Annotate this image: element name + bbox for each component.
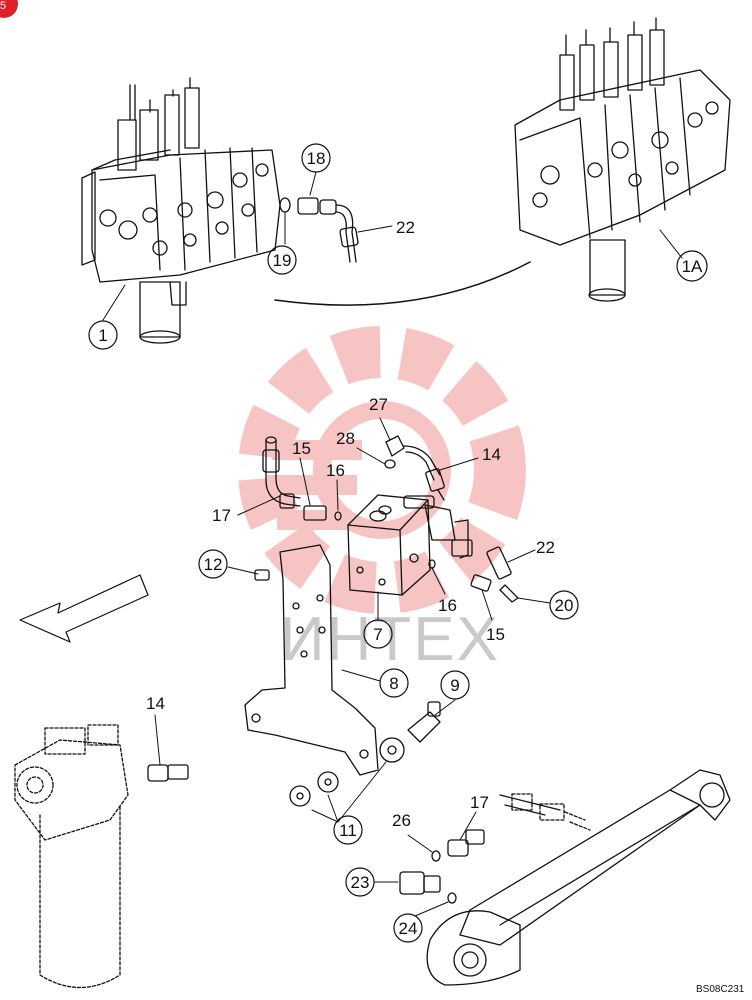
direction-arrow: [19, 574, 149, 643]
callout-circles: [88, 143, 708, 943]
callout-16-right: 16: [438, 596, 457, 615]
callout-17-top: 17: [212, 506, 231, 525]
callout-22-right: 22: [536, 538, 555, 557]
callout-1: 1: [98, 326, 107, 345]
filter-assembly: [14, 724, 129, 989]
callout-20: 20: [555, 596, 574, 615]
fitting-9: [407, 701, 441, 743]
callout-18: 18: [307, 149, 326, 168]
callout-11: 11: [339, 821, 357, 840]
washers-11: [289, 737, 405, 807]
o-ring-26: [431, 850, 441, 862]
callout-16-top: 16: [326, 461, 345, 480]
fitting-17-lower: [447, 829, 485, 857]
corner-badge: 5: [0, 0, 18, 18]
callout-28: 28: [336, 429, 355, 448]
svg-text:5: 5: [0, 0, 6, 12]
fitting-14-lower: [147, 764, 189, 782]
control-valve-1A: [514, 17, 731, 302]
valve-block-7: [347, 494, 473, 596]
bracket-8: [244, 544, 379, 776]
callout-1A: 1A: [682, 257, 703, 276]
callout-8: 8: [389, 674, 398, 693]
callout-27: 27: [369, 395, 388, 414]
callout-14-lower: 14: [146, 694, 165, 713]
callout-12: 12: [204, 555, 223, 574]
callout-15-right: 15: [486, 625, 505, 644]
callout-19: 19: [273, 251, 292, 270]
watermark-text: ИНТЕХ: [280, 605, 500, 674]
hydraulic-cylinder: [426, 769, 731, 986]
callout-7: 7: [373, 625, 382, 644]
callout-23: 23: [351, 873, 370, 892]
leader-lines: [102, 171, 683, 917]
callout-15-top: 15: [292, 439, 311, 458]
tube-17-fitting-15-ring-16: [262, 436, 342, 521]
control-valve-1: [81, 77, 281, 344]
connector-curve: [274, 261, 531, 306]
callout-24: 24: [399, 919, 418, 938]
callout-22-top: 22: [396, 218, 415, 237]
watermark-gear-logo: [238, 326, 526, 614]
callout-17-lower: 17: [470, 793, 489, 812]
callout-14-top: 14: [482, 445, 501, 464]
bolt-12: [254, 569, 270, 581]
callout-9: 9: [450, 676, 459, 695]
callout-labels: 1 18 19 22 1A 27 28 15 16 14 17 12 22 20…: [98, 149, 703, 938]
fitting-23-ring-24: [399, 871, 457, 904]
fitting-18-19-tube-22: [279, 197, 359, 263]
callout-26: 26: [392, 811, 411, 830]
drawing-code: BS08C231: [696, 984, 745, 995]
fitting-27-28-tube-14: [384, 435, 445, 501]
